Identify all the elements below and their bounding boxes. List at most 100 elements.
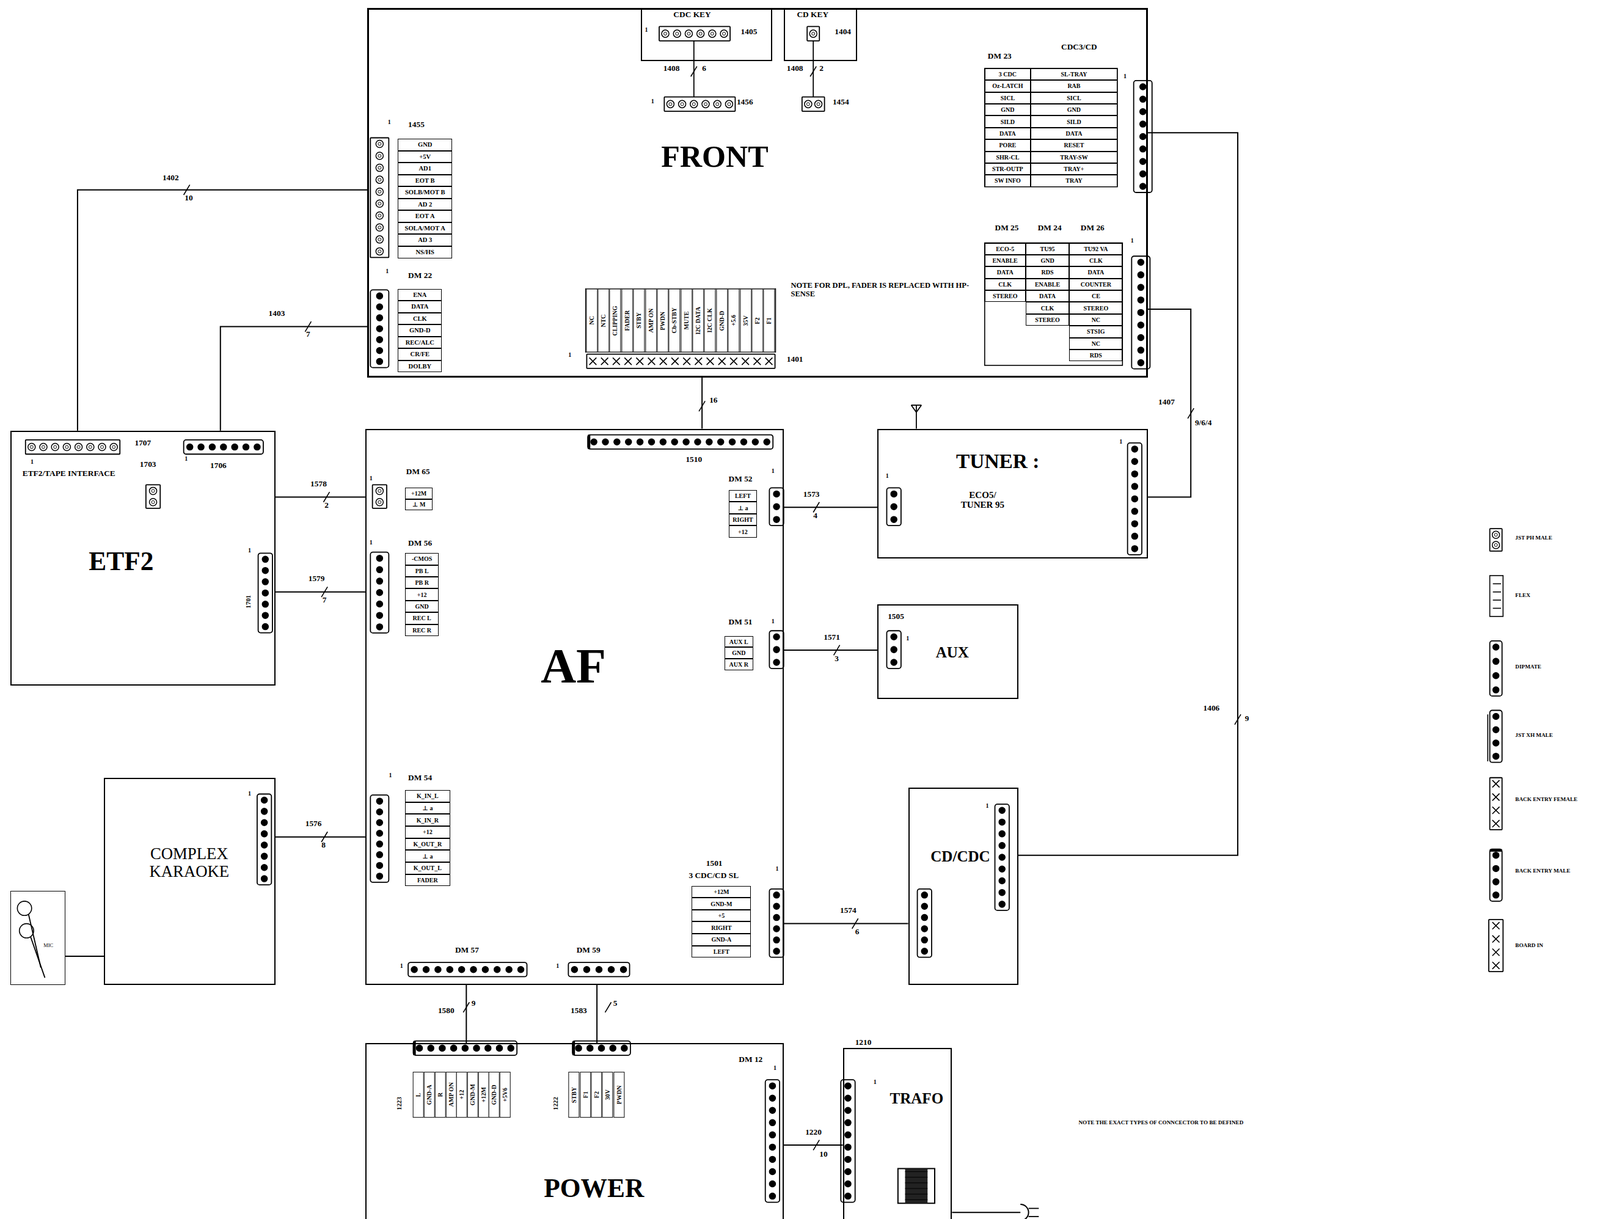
pin-name-cell: STEREO [1069,301,1123,314]
connector-symbol [568,962,630,977]
pin-name-cell: SILD [984,115,1031,128]
pin-name-cell: NC [585,288,598,353]
pin-name-cell: REC/ALC [397,336,442,349]
wire-stroke [1028,1215,1040,1217]
pin-name-cell: CE [1069,290,1123,302]
cable-line [275,496,366,498]
callout-label: 1703 [139,460,157,470]
pin-name-cell: RDS [1069,349,1123,362]
cable-line [783,1144,844,1146]
callout-label: 1401 [786,354,804,365]
callout-label: DM 26 [1080,223,1105,233]
callout-label: 6 [701,64,707,74]
pin-name-cell: GND-M [467,1071,479,1118]
pin-name-cell: PB L [405,565,439,577]
pin-name-cell: GND-D [715,288,728,353]
pin-name-cell: AD 2 [397,198,453,211]
outline-shape [984,68,1118,187]
callout-label: 1456 [736,97,754,107]
pin-name-cell: DATA [1030,127,1118,140]
pin-name-cell: NC [1069,314,1123,326]
cable-line [783,923,909,925]
pin-name-cell: STBY [568,1071,580,1118]
pin-name-cell: SW INFO [984,174,1031,187]
pin-name-cell: ⊥ M [405,499,433,511]
callout-label: 1 [369,474,373,482]
callout-label: 1 [771,467,775,475]
connector-symbol [586,354,775,369]
pin-name-cell: PB R [405,576,439,589]
board-title: COMPLEX KARAOKE [140,844,238,881]
callout-label: 1 [905,634,910,642]
pin-name-cell: SILD [1030,115,1118,128]
pin-name-cell: REC R [405,624,439,636]
cable-number: 1574 [838,905,858,916]
pin-name-cell: CLIPPING [609,288,621,353]
connector-symbol [370,552,389,633]
connector-symbol [587,434,773,450]
wire-stroke [690,66,698,77]
callout-label: 4 [813,511,818,521]
pin-name-cell: PWDN [613,1071,625,1118]
callout-label: 1 [885,472,889,479]
connector-symbol [1490,777,1503,830]
pin-name-cell: NTC [597,288,610,353]
wire-stroke [812,40,814,98]
callout-label: DM 25 [995,223,1020,233]
outline-shape [585,288,776,353]
pin-name-cell: +12M [691,885,751,899]
connector-symbol [370,289,389,368]
wire-stroke [905,1171,928,1172]
cable-line [783,506,878,508]
callout-label: 1701 [244,581,256,608]
board-box: MIC [10,890,66,985]
callout-label: 1455 [408,120,425,130]
callout-label: 1 [184,455,188,462]
pin-name-cell: 3 CDC [984,68,1031,81]
connector-symbol [258,552,273,633]
wire-stroke [1028,1207,1040,1210]
pin-name-cell: +5V [397,150,453,164]
pin-name-cell: EOT B [397,174,453,187]
pin-name-cell: SICL [984,92,1031,104]
wire-stroke [911,404,922,406]
callout-label: 1 [985,802,989,809]
connector-symbol [25,439,121,454]
pin-name-cell: F2 [590,1071,602,1118]
pin-name-cell: GND [397,138,453,151]
board-title: FRONT [661,139,768,174]
connector-symbol [765,1079,780,1202]
cable-line [1147,309,1191,497]
pin-name-cell: GND-A [423,1071,435,1118]
wire-stroke [30,936,45,978]
pin-name-cell: CLK [984,278,1026,291]
board-subtitle: ECO5/ TUNER 95 [956,489,1010,511]
callout-label: 9 [471,998,476,1009]
callout-label: 1 [555,962,559,969]
callout-label: 1 [369,538,373,546]
pin-name-cell: GND-D [488,1071,500,1118]
pin-name-cell: F1 [579,1071,591,1118]
connector-symbol [257,793,272,885]
connector-symbol [146,484,161,508]
board-title: MIC [43,942,54,949]
pin-name-cell: +12M [478,1071,490,1118]
pin-name-cell: TU95 [1025,243,1070,255]
callout-label: 1 [775,865,779,872]
connector-symbol [1490,528,1503,552]
cable-number: 1573 [802,489,822,500]
pin-name-cell: I2C DATA [692,288,704,353]
pin-name-cell: K_IN_R [405,813,450,826]
callout-label: 1707 [134,438,151,448]
pin-name-cell: TRAY+ [1030,163,1118,175]
wire-stroke [916,405,922,413]
callout-label: 1 [248,546,252,554]
callout-label: 1 [771,617,775,625]
callout-label: 8 [321,840,326,850]
callout-label: DM 57 [455,945,479,955]
callout-label: 9 [1245,714,1250,724]
callout-label: 1 [385,267,389,275]
board-box: CD/CDC [908,787,1019,985]
pin-name-cell: DATA [1025,290,1070,302]
